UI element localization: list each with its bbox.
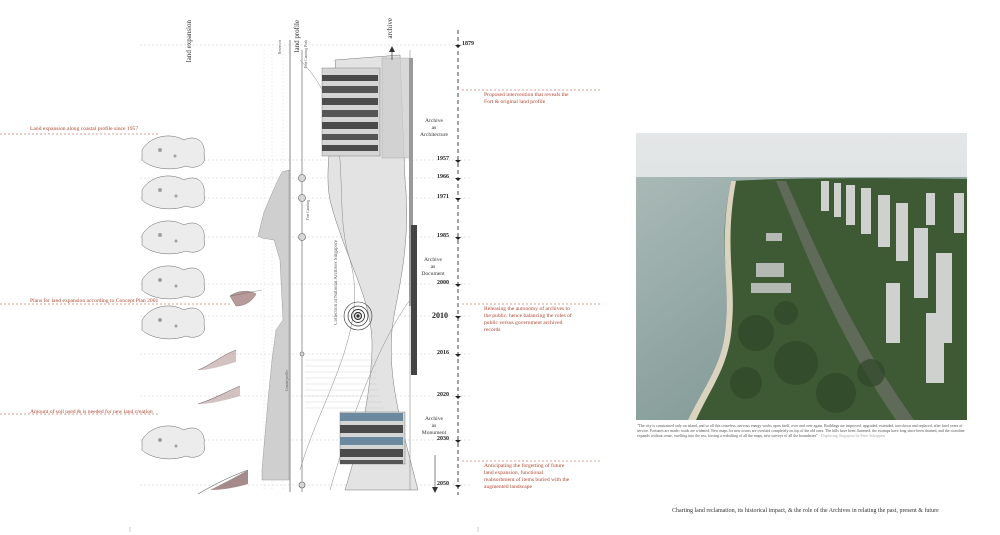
year-label: 2020 (437, 392, 449, 398)
concept-plan-annotation: Plans for land expansion according to Co… (30, 298, 159, 304)
proposed-intervention-annotation: Proposed intervention that reveals the F… (484, 92, 569, 105)
land-profile-shape (257, 169, 290, 481)
land-reclamation-diagram (0, 30, 600, 532)
timeline-ticks (455, 45, 461, 488)
coastal-profile-annotation: Land expansion along coastal profile sin… (30, 126, 139, 132)
releasing-autonomy-annotation: Releasing the autonomy of archives to th… (484, 306, 572, 333)
quote-source: - Displacing Singapore by Peter Schopper… (818, 434, 886, 439)
coastal-profile-label: Coastal profile (285, 370, 289, 392)
arrow-up-icon (389, 46, 395, 60)
page-caption: Charting land reclamation, its historica… (672, 508, 939, 514)
soil-needed-annotation: Amount of soil used & is needed for new … (30, 409, 153, 415)
year-label: 1957 (437, 156, 449, 162)
year-label: 1971 (437, 194, 449, 200)
rings-icon (343, 301, 373, 331)
archive-header: archive (386, 18, 394, 39)
year-label: 2016 (437, 350, 449, 356)
year-label: 1966 (437, 174, 449, 180)
year-label: 1985 (437, 233, 449, 239)
collection-label: Collection at National Archives Singapor… (334, 240, 339, 325)
quote-text: "The city is constrained only on island,… (637, 424, 965, 439)
photo-quote: "The city is constrained only on island,… (637, 424, 967, 439)
year-label: 2000 (437, 280, 449, 286)
land-expansion-header: land expansion (185, 20, 193, 63)
land-profile-header: land profile (293, 20, 301, 53)
fort-canning-label-2: Fort Canning (306, 200, 310, 221)
anticipating-annotation: Anticipating the forgetting of future la… (484, 463, 570, 490)
year-label: 2030 (437, 436, 449, 442)
profile-markers (298, 174, 306, 489)
year-label: 1879 (462, 41, 474, 47)
year-label: 2050 (437, 481, 449, 487)
year-label-highlight: 2010 (432, 311, 448, 320)
archive-monument-building (339, 411, 406, 465)
map-icon (141, 135, 206, 460)
archive-architecture-building (321, 57, 411, 159)
arrow-down-icon (432, 455, 438, 493)
fort-canning-label: Fort Canning Park (304, 40, 308, 69)
reservoir-label: Reservoir (278, 40, 282, 54)
aerial-coastline-photo (636, 133, 967, 420)
